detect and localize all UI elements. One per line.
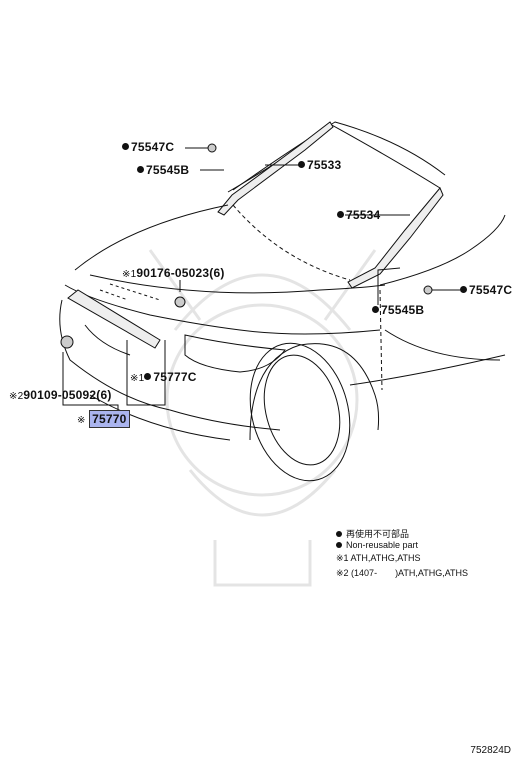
- nonreusable-dot-icon: [336, 542, 342, 548]
- callout-75534: 75534: [337, 208, 380, 222]
- hood-front-molding: [67, 289, 161, 349]
- nonreusable-dot-icon: [372, 306, 379, 313]
- pillar-molding-right: [347, 187, 444, 289]
- callout-75545b-right: 75545B: [372, 303, 424, 317]
- headlight: [184, 334, 286, 373]
- nonreusable-dot-icon: [122, 143, 129, 150]
- callout-75533: 75533: [298, 158, 341, 172]
- bumper-lower: [89, 394, 231, 441]
- windshield-lower: [232, 204, 351, 281]
- legend-nonreusable-en: Non-reusable part: [336, 540, 418, 550]
- nonreusable-dot-icon: [144, 373, 152, 380]
- diagram-code: 752824D: [470, 745, 511, 756]
- legend-nonreusable-jp: 再使用不可部品: [336, 527, 409, 540]
- a-post-vertical: [379, 289, 383, 391]
- grille: [84, 324, 131, 356]
- hood-crease: [89, 274, 386, 294]
- bumper-outline: [59, 299, 281, 431]
- callout-bracket: [126, 340, 166, 406]
- wheel-arch: [249, 343, 380, 441]
- rocker-line: [349, 354, 506, 386]
- nonreusable-dot-icon: [298, 161, 305, 168]
- callout-75545b-top: 75545B: [137, 163, 189, 177]
- watermark-emblem: [148, 249, 377, 587]
- nonreusable-dot-icon: [137, 166, 144, 173]
- hood-front: [64, 284, 381, 335]
- callout-90176: ※190176-05023(6): [122, 266, 225, 280]
- legend-note1: ※1 ATH,ATHG,ATHS: [336, 553, 421, 563]
- callout-75770[interactable]: ※ 75770: [77, 410, 130, 428]
- wheel-outer: [249, 342, 351, 482]
- callout-75547c-right: 75547C: [460, 283, 512, 297]
- nonreusable-dot-icon: [460, 286, 467, 293]
- roof-line: [232, 121, 446, 191]
- callout-75547c-top: 75547C: [122, 140, 174, 154]
- windshield-right: [329, 123, 441, 189]
- nonreusable-dot-icon: [336, 531, 342, 537]
- callout-90109: ※290109-05092(6): [9, 388, 112, 402]
- highlighted-part-number[interactable]: 75770: [89, 410, 130, 428]
- pillar-molding-left: [217, 121, 334, 216]
- side-line: [384, 329, 501, 361]
- wheel-inner: [263, 354, 341, 466]
- hood-line: [74, 204, 229, 271]
- fender-top: [379, 214, 506, 286]
- nonreusable-dot-icon: [337, 211, 344, 218]
- legend-note2: ※2 (1407- )ATH,ATHG,ATHS: [336, 568, 469, 578]
